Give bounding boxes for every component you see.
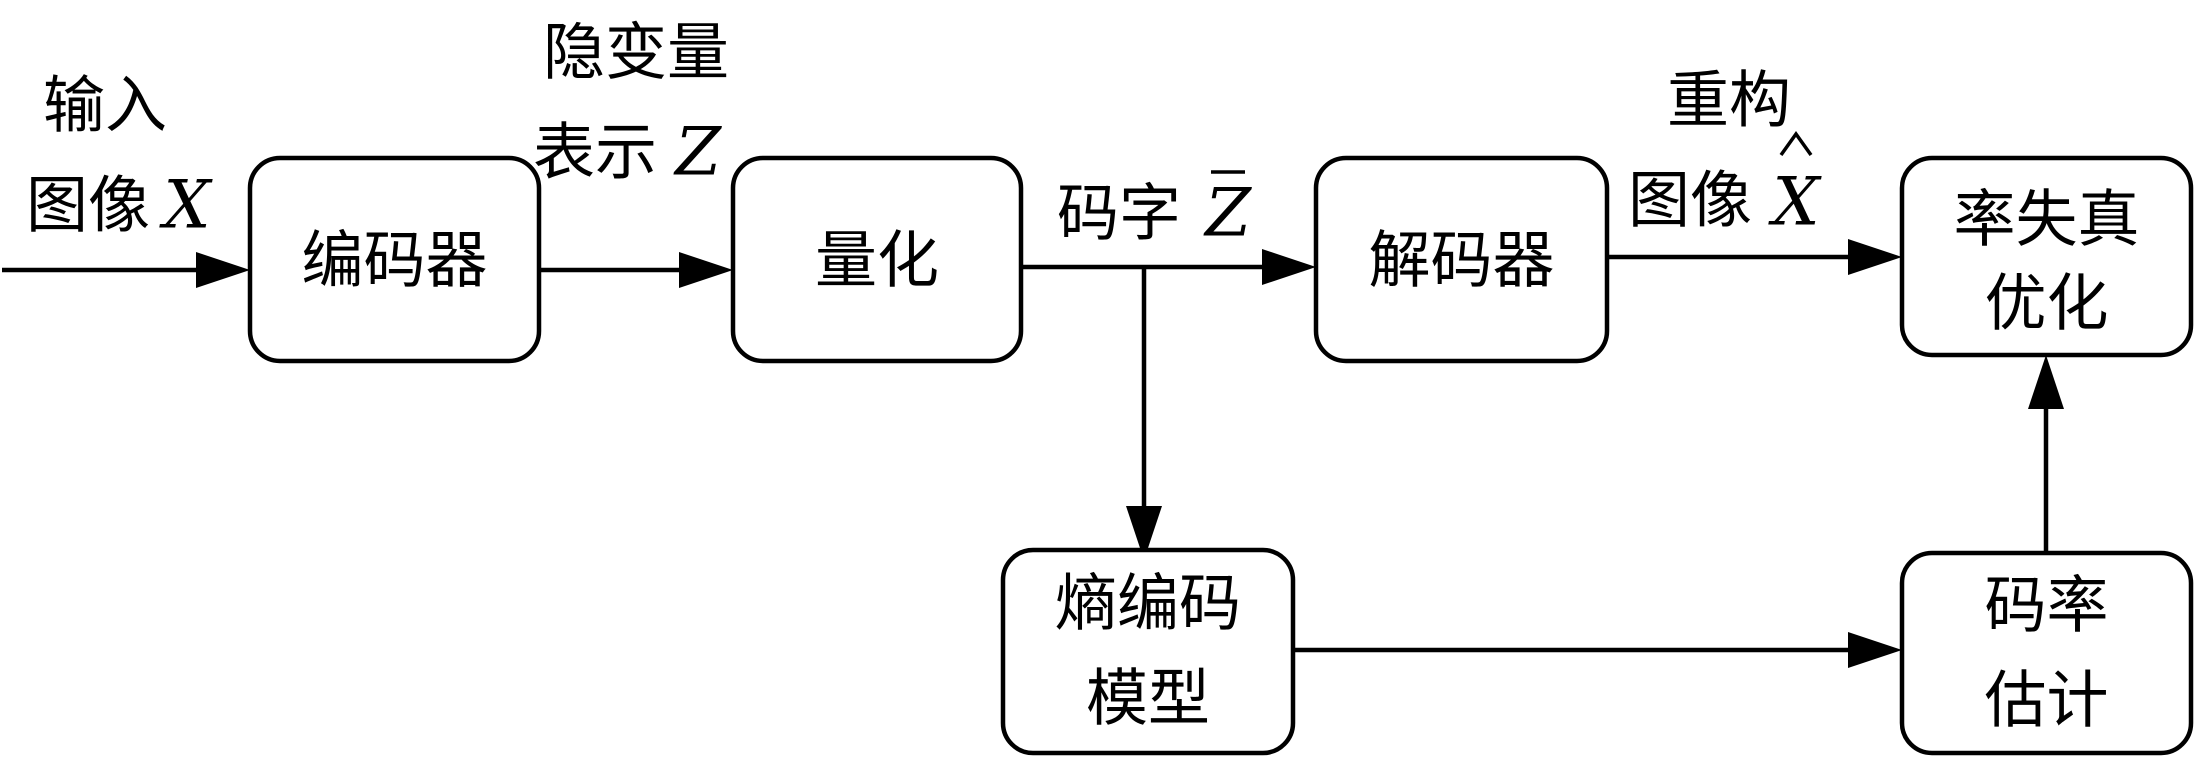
- decoder-label: 解码器: [1368, 224, 1554, 297]
- rate-est-label-line1: 码率: [1984, 569, 2108, 642]
- latent-representation-label: 隐变量 表示 Z: [533, 16, 729, 191]
- input-label-line1: 输入: [43, 69, 167, 142]
- edge-entropy-model-to-rate-est: [1293, 632, 1902, 668]
- recon-hat-mark: [1779, 130, 1813, 157]
- codeword-label: 码字 Z: [1057, 170, 1252, 252]
- recon-label-line1: 重构: [1667, 64, 1791, 137]
- latent-label-line2: 表示: [533, 116, 657, 189]
- entropy-model-label-line1: 熵编码: [1055, 567, 1241, 640]
- quantize-label: 量化: [815, 224, 939, 297]
- input-var-x: X: [159, 167, 214, 244]
- rate-estimation-node: 码率 估计: [1899, 550, 2194, 756]
- edge-encoder-to-quantize: [539, 252, 733, 288]
- codeword-var-z: Z: [1203, 175, 1252, 252]
- encoder-node: 编码器: [247, 155, 542, 364]
- rate-est-label-line2: 估计: [1984, 664, 2108, 737]
- recon-var-x: X: [1768, 164, 1823, 241]
- codeword-label-text: 码字: [1057, 177, 1181, 250]
- edge-decoder-to-rd-opt: [1607, 239, 1902, 275]
- edge-quantize-to-decoder: [1021, 249, 1316, 285]
- entropy-model-node: 熵编码 模型: [1000, 547, 1296, 756]
- edge-codeword-to-entropy-model: [1126, 267, 1162, 560]
- decoder-node: 解码器: [1313, 155, 1610, 364]
- encoder-label: 编码器: [301, 224, 487, 297]
- edges: [2, 239, 2064, 668]
- latent-var-z: Z: [673, 114, 722, 191]
- quantize-node: 量化: [730, 155, 1024, 364]
- rd-opt-label-line2: 优化: [1984, 267, 2108, 340]
- latent-label-line1: 隐变量: [543, 16, 729, 89]
- input-label-line2: 图像: [26, 169, 150, 242]
- edge-input-to-encoder: [2, 252, 250, 288]
- rd-opt-label-line1: 率失真: [1953, 183, 2139, 256]
- rd-optimization-node: 率失真 优化: [1899, 155, 2194, 358]
- reconstructed-image-label: 重构 图像 X: [1628, 64, 1823, 241]
- entropy-model-label-line2: 模型: [1086, 662, 1210, 735]
- edge-rate-est-to-rd-opt: [2028, 355, 2064, 553]
- recon-label-line2: 图像: [1628, 164, 1752, 237]
- input-image-label: 输入 图像 X: [26, 69, 214, 244]
